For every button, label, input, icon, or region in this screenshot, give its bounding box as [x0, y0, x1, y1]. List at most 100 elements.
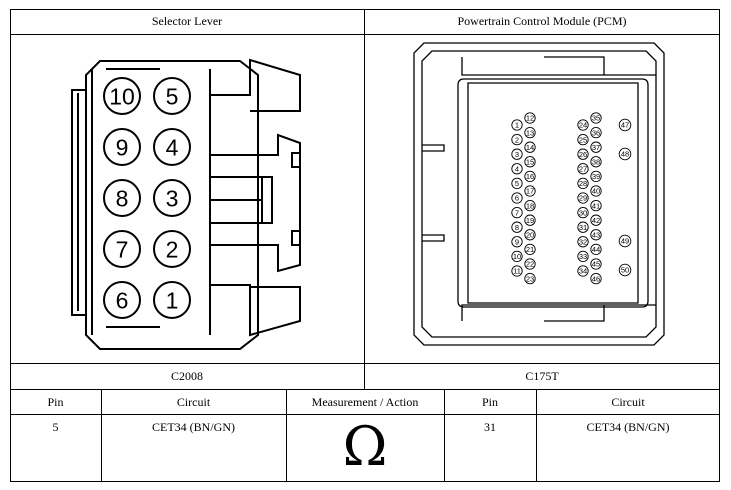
title-divider — [10, 34, 720, 35]
pin-circle — [577, 192, 589, 204]
pin-number: 7 — [515, 208, 519, 217]
pin-number: 25 — [579, 135, 587, 144]
pin-circle — [618, 234, 632, 248]
pin-circle — [590, 112, 602, 124]
connector-c175t-label: C175T — [525, 369, 559, 383]
connector-c2008-label: C2008 — [170, 369, 203, 383]
pin-number: 9 — [515, 238, 519, 247]
pin-circle — [577, 133, 589, 146]
pin-number: 47 — [621, 121, 629, 130]
pin-number: 49 — [621, 237, 629, 246]
diagram-frame — [10, 9, 720, 482]
pin-circle — [524, 141, 536, 153]
pin-circle — [577, 148, 589, 160]
pin-number: 39 — [592, 172, 600, 181]
pin-circle — [618, 147, 632, 161]
table-col-divider-1 — [101, 389, 102, 482]
pin-circle — [153, 128, 191, 166]
pin-circle — [524, 229, 536, 241]
pin-circle — [577, 236, 589, 248]
pin-circle — [590, 243, 602, 256]
header-pin-right: Pin — [481, 395, 498, 409]
pin-number: 31 — [579, 223, 587, 232]
header-circuit-right: Circuit — [611, 395, 645, 409]
pin-number: 5 — [166, 83, 179, 109]
table-col-divider-4 — [536, 389, 537, 482]
pin-circle — [577, 221, 589, 233]
pin-circle — [524, 185, 536, 197]
pin-circle — [590, 229, 602, 241]
pin-circle — [590, 258, 602, 270]
pin-circle — [511, 177, 523, 190]
pin-number: 23 — [526, 274, 534, 283]
pin-circle — [511, 265, 523, 277]
pin-number: 28 — [579, 179, 587, 188]
pin-circle — [511, 192, 523, 204]
pin-circle — [153, 281, 191, 319]
pin-number: 45 — [592, 260, 600, 269]
pin-number: 10 — [109, 83, 135, 109]
header-pin-left: Pin — [47, 395, 64, 409]
pin-circle — [577, 265, 589, 277]
pin-number: 21 — [526, 245, 534, 254]
pin-circle — [153, 77, 191, 115]
pin-circle — [590, 126, 602, 139]
ohm-measurement-icon: Ω — [342, 415, 388, 478]
pin-number: 48 — [621, 150, 629, 159]
pin-circle — [511, 236, 523, 248]
pin-circle — [590, 199, 602, 212]
pin-number: 17 — [526, 187, 534, 196]
pin-number: 32 — [579, 238, 587, 247]
pin-circle — [577, 163, 589, 175]
pin-circle — [524, 243, 536, 256]
pin-number: 6 — [515, 194, 519, 203]
row-circuit-right: CET34 (BN/GN) — [586, 420, 670, 434]
pin-circle — [577, 250, 589, 263]
pin-number: 42 — [592, 216, 600, 225]
pin-number: 9 — [116, 134, 129, 160]
pin-circle — [524, 214, 536, 226]
pin-circle — [103, 77, 141, 115]
selector-lever-title: Selector Lever — [151, 14, 223, 28]
table-top-divider — [10, 389, 720, 390]
pin-number: 2 — [515, 135, 519, 144]
pin-circle — [524, 258, 536, 270]
table-col-divider-3 — [444, 389, 445, 482]
pin-circle — [590, 185, 602, 197]
table-col-divider-2 — [286, 389, 287, 482]
pin-number: 16 — [526, 172, 534, 181]
pin-number: 8 — [116, 185, 129, 211]
pin-circle — [153, 179, 191, 217]
pin-circle — [577, 119, 589, 131]
pin-circle — [618, 263, 632, 277]
pin-circle — [577, 206, 589, 219]
pin-number: 18 — [526, 201, 534, 210]
pin-circle — [103, 230, 141, 268]
pin-number: 11 — [513, 267, 521, 276]
pin-number: 30 — [579, 208, 587, 217]
pin-number: 41 — [592, 201, 600, 210]
header-measurement: Measurement / Action — [311, 395, 419, 409]
pin-number: 2 — [166, 236, 179, 262]
pin-number: 3 — [515, 150, 519, 159]
pin-number: 40 — [592, 187, 600, 196]
pin-number: 13 — [526, 128, 534, 137]
pin-number: 29 — [579, 194, 587, 203]
pin-number: 1 — [166, 287, 179, 313]
pin-number: 19 — [526, 216, 534, 225]
pin-number: 4 — [515, 165, 519, 174]
pin-circle — [590, 141, 602, 153]
pin-circle — [511, 250, 523, 263]
pin-number: 14 — [526, 143, 534, 152]
pin-number: 1 — [515, 121, 519, 130]
pin-number: 43 — [592, 231, 600, 240]
pin-number: 5 — [515, 179, 519, 188]
panel-divider — [364, 9, 365, 389]
pin-circle — [524, 112, 536, 124]
pin-number: 44 — [592, 245, 600, 254]
row-circuit-left: CET34 (BN/GN) — [152, 420, 235, 434]
pin-number: 6 — [116, 287, 129, 313]
pin-number: 8 — [515, 223, 519, 232]
pin-circle — [524, 170, 536, 183]
